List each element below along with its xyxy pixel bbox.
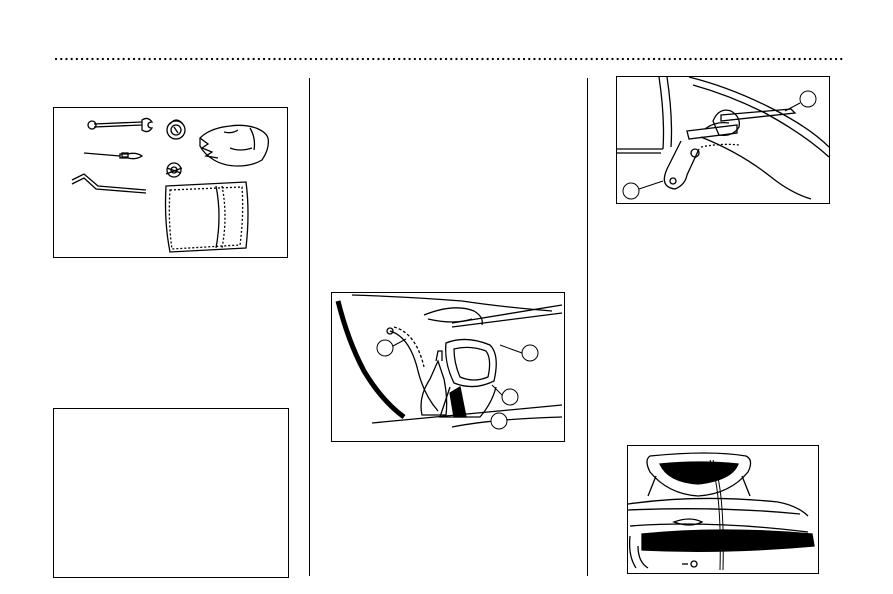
header-dotted-rule <box>54 57 844 61</box>
callout-4 <box>490 412 508 430</box>
column-divider-right <box>587 78 588 576</box>
hinge-icon <box>617 77 829 200</box>
toolkit-figure <box>53 107 288 258</box>
callout-2 <box>622 182 640 200</box>
hinge-lever-figure <box>616 76 830 204</box>
car-rear-figure <box>627 445 819 574</box>
callout-2 <box>521 344 539 362</box>
toolkit-icon <box>71 117 270 253</box>
fluid-reservoir-figure <box>331 292 565 442</box>
reservoir-icon <box>335 294 563 430</box>
blank-note-box <box>53 408 289 578</box>
callout-1 <box>376 339 394 357</box>
column-divider-left <box>309 78 310 576</box>
callout-1 <box>799 90 817 108</box>
callout-3 <box>501 388 519 406</box>
car-rear-icon <box>628 452 815 571</box>
